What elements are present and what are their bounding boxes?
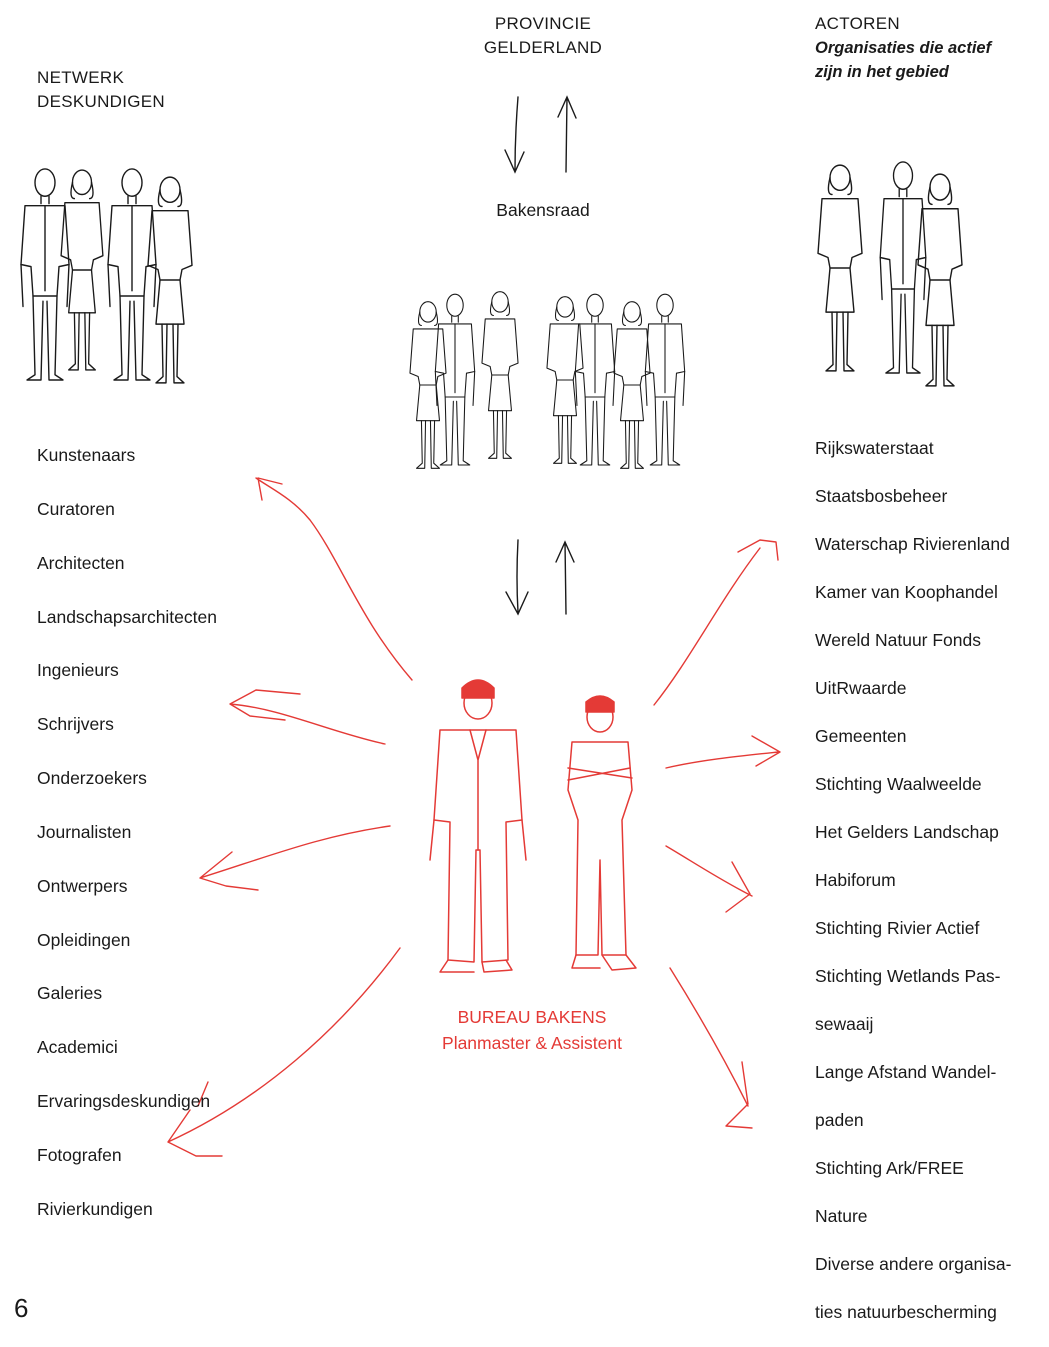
bureau-people-illustration — [429, 679, 637, 973]
list-item: Rijkswaterstaat — [815, 438, 934, 458]
list-item: Ervaringsdeskundigen — [37, 1091, 211, 1112]
network-title: NETWERK DESKUNDIGEN — [37, 68, 165, 111]
list-item: Ingenieurs — [37, 660, 119, 681]
list-item: Kamer van Koophandel — [815, 582, 998, 602]
arrow-to-ontwerpers — [199, 825, 391, 891]
red-arrows — [167, 477, 781, 1157]
list-item: Onderzoekers — [37, 768, 147, 789]
list-item: paden — [815, 1110, 864, 1130]
list-item: Fotografen — [37, 1144, 122, 1165]
list-item: Waterschap Rivierenland — [815, 534, 1010, 554]
list-item: Habiforum — [815, 870, 896, 890]
arrow-to-habiforum — [665, 845, 753, 913]
list-item: Ontwerpers — [37, 875, 128, 896]
arrow-to-lange-afstand — [669, 967, 753, 1129]
arrow-to-waterschap — [653, 539, 779, 706]
list-item: Nature — [815, 1206, 868, 1226]
network-list: Kunstenaars Curatoren Architecten Landsc… — [37, 442, 217, 1250]
list-item: Schrijvers — [37, 714, 114, 735]
arrow-up-top — [557, 95, 577, 173]
network-people-illustration — [20, 168, 193, 384]
list-item: UitRwaarde — [815, 678, 907, 698]
arrow-to-schrijvers — [229, 689, 386, 745]
list-item: Opleidingen — [37, 929, 131, 950]
arrow-down-bottom — [505, 539, 529, 616]
list-item: Landschapsarchitecten — [37, 606, 217, 627]
actors-title: ACTOREN Organisaties die actief zijn in … — [815, 14, 992, 81]
arrow-down-top — [504, 96, 525, 174]
list-item: Gemeenten — [815, 726, 907, 746]
updown-arrows — [504, 95, 577, 616]
arrow-up-bottom — [555, 540, 575, 615]
list-item: Academici — [37, 1037, 118, 1058]
arrow-to-fotografen — [167, 947, 401, 1157]
council-label: Bakensraad — [496, 200, 590, 220]
list-item: sewaaij — [815, 1014, 874, 1034]
list-item: Lange Afstand Wandel- — [815, 1062, 997, 1082]
list-item: Stichting Ark/FREE — [815, 1158, 964, 1178]
province-title: PROVINCIE GELDERLAND — [483, 14, 603, 57]
list-item: Journalisten — [37, 821, 132, 842]
list-item: Stichting Waalweelde — [815, 774, 982, 794]
list-item: Architecten — [37, 552, 125, 573]
actors-people-illustration — [817, 161, 963, 387]
arrow-to-kunstenaars — [255, 477, 413, 681]
list-item: Curatoren — [37, 498, 115, 519]
list-item: Kunstenaars — [37, 445, 136, 465]
list-item: Stichting Wetlands Pas- — [815, 966, 1001, 986]
council-people-illustration — [409, 291, 686, 469]
list-item: Wereld Natuur Fonds — [815, 630, 982, 650]
page-number: 6 — [14, 1293, 29, 1323]
list-item: Staatsbosbeheer — [815, 486, 948, 506]
list-item: Het Gelders Landschap — [815, 822, 999, 842]
actors-list: Rijkswaterstaat Staatsbosbeheer Watersch… — [815, 435, 1012, 1347]
list-item: Stichting Rivier Actief — [815, 918, 980, 938]
list-item: Rivierkundigen — [37, 1198, 153, 1219]
list-item: Galeries — [37, 983, 103, 1004]
bureau-label: BUREAU BAKENS Planmaster & Assistent — [442, 1007, 622, 1053]
list-item: ties natuurbescherming — [815, 1302, 997, 1322]
list-item: Diverse andere organisa- — [815, 1254, 1012, 1274]
arrow-to-gemeenten — [665, 735, 781, 769]
